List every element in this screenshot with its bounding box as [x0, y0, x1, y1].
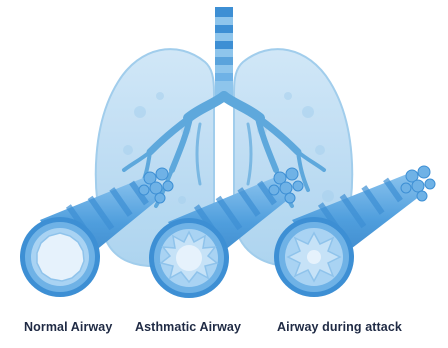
caption-airway-during-attack: Airway during attack — [277, 320, 402, 334]
trachea — [215, 7, 233, 99]
caption-normal-airway: Normal Airway — [24, 320, 112, 334]
caption-asthmatic-airway: Asthmatic Airway — [135, 320, 241, 334]
